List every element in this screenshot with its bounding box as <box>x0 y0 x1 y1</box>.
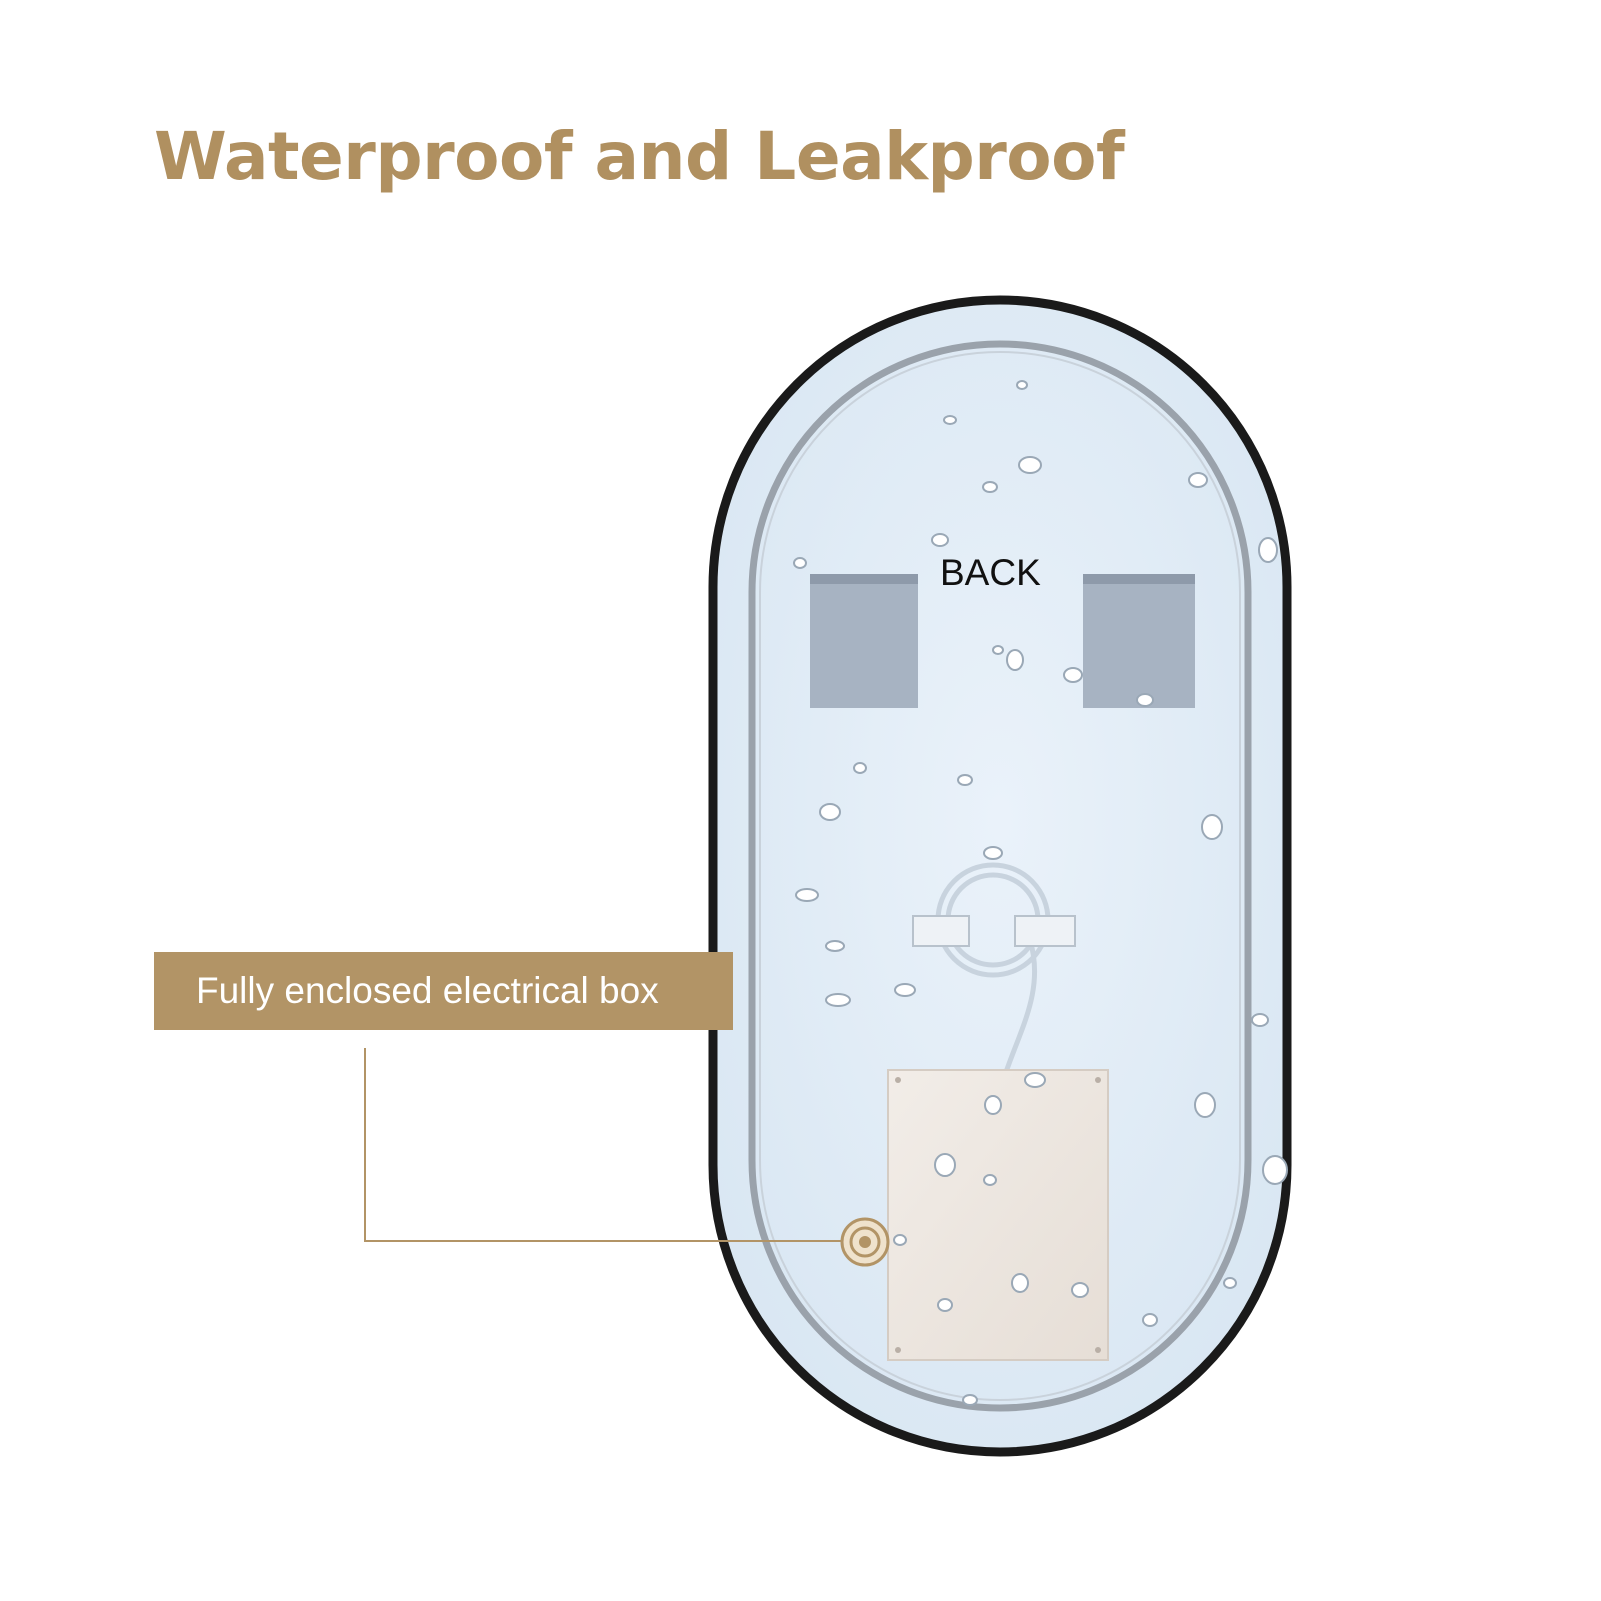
electrical-box <box>887 1069 1109 1361</box>
back-label: BACK <box>940 552 1041 593</box>
callout-leader-line <box>364 1048 842 1242</box>
callout-label: Fully enclosed electrical box <box>196 970 659 1011</box>
hanging-bracket-right <box>1083 574 1195 708</box>
water-droplet-icon <box>793 380 1288 1406</box>
headline: Waterproof and Leakproof <box>154 118 1125 195</box>
hanging-bracket-left <box>810 574 918 708</box>
target-marker-icon <box>840 1217 890 1267</box>
mirror-inner-ring <box>748 340 1252 1412</box>
callout-box: Fully enclosed electrical box <box>154 952 733 1030</box>
wire-clips <box>912 915 1076 947</box>
